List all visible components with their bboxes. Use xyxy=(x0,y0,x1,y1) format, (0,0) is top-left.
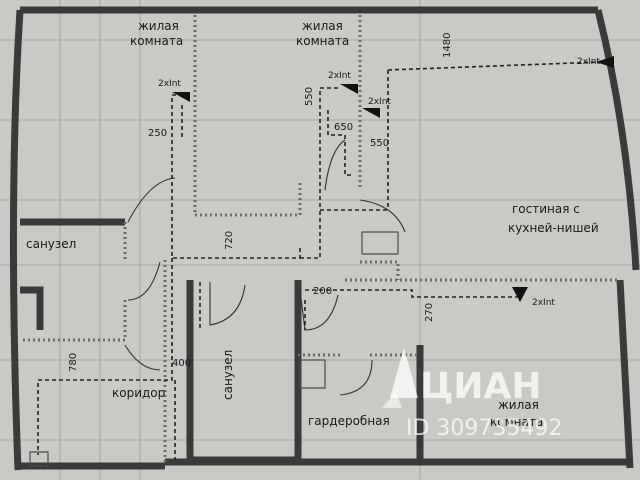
socket-label-2: 2xInt xyxy=(328,71,351,81)
room-label-living-3: жилая комната xyxy=(490,398,543,429)
inner-walls xyxy=(20,15,620,465)
room-label-living-3-line-2: комната xyxy=(490,415,543,429)
dimension-200: 200 xyxy=(313,286,332,297)
dimension-400: 400 xyxy=(172,358,191,369)
dimension-labels: 1480 550 650 550 250 720 200 270 780 400 xyxy=(68,33,453,372)
room-label-corridor: коридор xyxy=(112,386,165,400)
socket-labels: 2xInt 2xInt 2xInt 2xInt 2xInt xyxy=(158,57,600,308)
room-label-living-2-line-2: комната xyxy=(296,34,349,48)
watermark: ЦИАН ID 309735492 xyxy=(382,348,562,441)
socket-marker-1 xyxy=(172,92,190,102)
dimension-250: 250 xyxy=(148,128,167,139)
dimension-550-b: 550 xyxy=(370,138,389,149)
room-label-lounge-line-2: кухней-нишей xyxy=(508,221,599,235)
door-swings xyxy=(124,139,406,396)
wiring-routes xyxy=(29,61,601,467)
socket-label-4: 2xInt xyxy=(577,57,600,67)
room-label-bath-2: санузел xyxy=(221,350,235,400)
room-label-living-1-line-1: жилая xyxy=(138,19,179,33)
watermark-id: ID 309735492 xyxy=(406,416,562,441)
dimension-650: 650 xyxy=(334,122,353,133)
socket-label-1: 2xInt xyxy=(158,79,181,89)
socket-markers xyxy=(172,56,614,302)
room-label-bath-1: санузел xyxy=(26,237,76,251)
dimension-1480: 1480 xyxy=(442,33,453,58)
dimension-720: 720 xyxy=(224,231,235,250)
watermark-brand: ЦИАН xyxy=(420,366,542,407)
watermark-logo-icon xyxy=(382,348,418,408)
dimension-270: 270 xyxy=(424,303,435,322)
socket-label-5: 2xInt xyxy=(532,298,555,308)
room-label-wardrobe: гардеробная xyxy=(308,414,390,428)
socket-marker-4 xyxy=(596,56,614,68)
socket-marker-2 xyxy=(340,84,358,94)
dimension-550-a: 550 xyxy=(304,87,315,106)
dimension-780: 780 xyxy=(68,353,79,372)
room-label-living-1-line-2: комната xyxy=(130,34,183,48)
room-label-lounge-line-1: гостиная с xyxy=(512,202,580,216)
socket-marker-3 xyxy=(362,108,380,118)
socket-label-3: 2xInt xyxy=(368,97,391,107)
outer-walls xyxy=(9,6,640,471)
room-label-lounge: гостиная с кухней-нишей xyxy=(508,202,599,235)
room-label-living-3-line-1: жилая xyxy=(498,398,539,412)
room-label-living-2-line-1: жилая xyxy=(302,19,343,33)
socket-marker-5 xyxy=(512,287,528,302)
